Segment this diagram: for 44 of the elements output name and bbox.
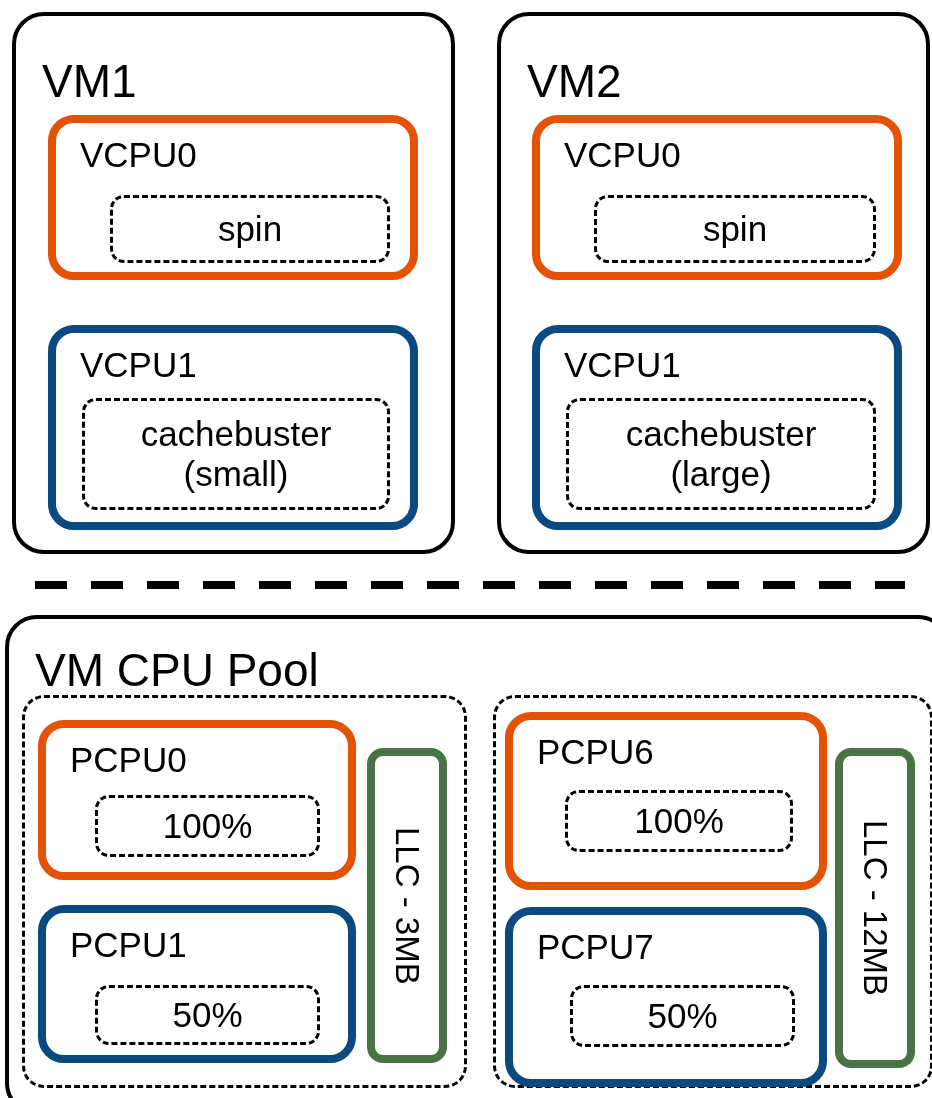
core-label: VCPU0 bbox=[80, 137, 197, 172]
task-label: cachebuster (large) bbox=[624, 413, 818, 495]
group-box bbox=[22, 695, 467, 1088]
core-box bbox=[48, 325, 418, 530]
cache-bar bbox=[835, 748, 915, 1068]
task-box bbox=[565, 790, 793, 852]
core-label: VCPU0 bbox=[564, 137, 681, 172]
cache-bar bbox=[367, 748, 447, 1063]
container-heading: VM2 bbox=[527, 58, 622, 104]
task-label: 100% bbox=[634, 800, 724, 842]
core-label: VCPU1 bbox=[80, 347, 197, 382]
container-box bbox=[497, 12, 930, 554]
task-box bbox=[570, 985, 795, 1047]
core-box bbox=[532, 115, 902, 280]
task-box bbox=[82, 398, 390, 510]
core-label: PCPU6 bbox=[537, 734, 654, 769]
group-box bbox=[493, 695, 932, 1088]
cache-label: LLC - 12MB bbox=[858, 819, 892, 997]
task-label: cachebuster (small) bbox=[139, 413, 333, 495]
task-box bbox=[594, 195, 876, 263]
core-label: VCPU1 bbox=[564, 347, 681, 382]
task-box bbox=[110, 195, 390, 263]
core-box bbox=[505, 907, 827, 1087]
core-box bbox=[38, 720, 356, 880]
core-label: PCPU1 bbox=[70, 927, 187, 962]
core-box bbox=[48, 115, 418, 280]
container-heading: VM CPU Pool bbox=[35, 647, 319, 693]
task-label: spin bbox=[217, 208, 283, 250]
core-label: PCPU0 bbox=[70, 742, 187, 777]
task-label: 50% bbox=[647, 995, 718, 1037]
task-box bbox=[566, 398, 876, 510]
core-label: PCPU7 bbox=[537, 929, 654, 964]
task-label: spin bbox=[702, 208, 768, 250]
task-box bbox=[95, 985, 320, 1045]
task-label: 50% bbox=[172, 994, 243, 1036]
task-label: 100% bbox=[162, 805, 253, 847]
cache-label: LLC - 3MB bbox=[390, 826, 424, 985]
task-box bbox=[95, 795, 320, 857]
core-box bbox=[505, 712, 827, 890]
core-box bbox=[532, 325, 902, 530]
container-box bbox=[12, 12, 455, 554]
container-box bbox=[5, 615, 932, 1098]
core-box bbox=[38, 905, 356, 1063]
container-heading: VM1 bbox=[42, 58, 137, 104]
